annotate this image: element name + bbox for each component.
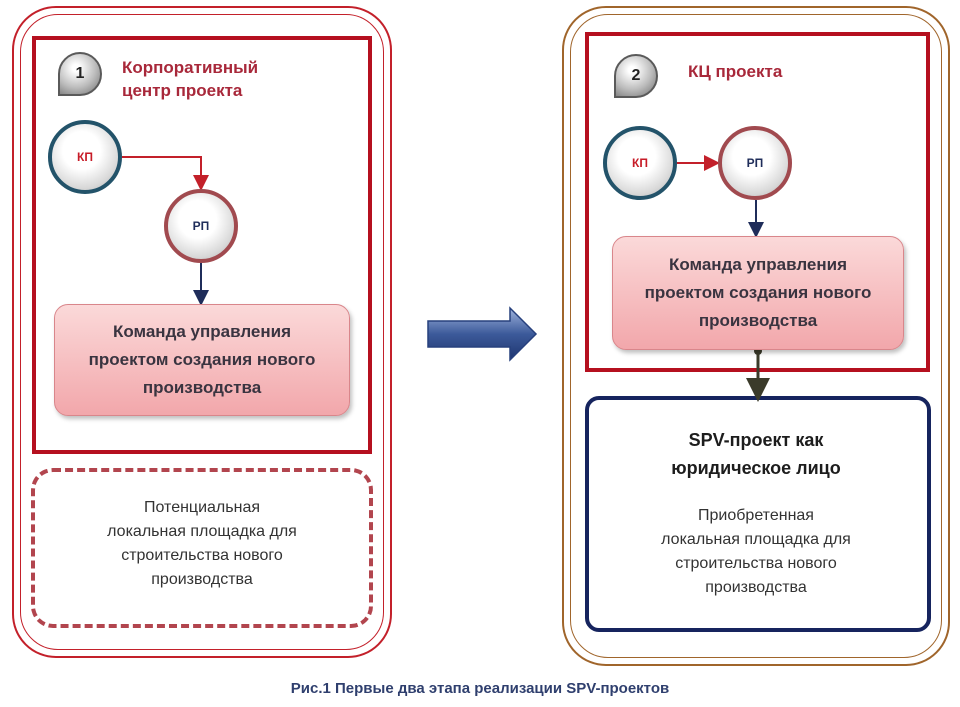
right-management-team-box: Команда управления проектом создания нов… — [612, 236, 904, 350]
right-kp-node: КП — [603, 126, 677, 200]
left-panel-outer-frame — [12, 6, 392, 658]
stage-1-badge: 1 — [58, 52, 102, 96]
left-kp-node: КП — [48, 120, 122, 194]
stage-transition-arrow — [427, 306, 538, 362]
stage-2-badge: 2 — [614, 54, 658, 98]
left-potential-site-text: Потенциальная локальная площадка для стр… — [107, 499, 297, 588]
figure-caption: Рис.1 Первые два этапа реализации SPV-пр… — [290, 680, 670, 697]
right-acquired-site-text: Приобретенная локальная площадка для стр… — [661, 507, 851, 596]
left-management-team-box: Команда управления проектом создания нов… — [54, 304, 350, 416]
left-kp-to-rp-arrow — [122, 156, 209, 191]
right-panel-outer-frame — [562, 6, 950, 666]
left-rp-node: РП — [164, 189, 238, 263]
right-rp-node: РП — [718, 126, 792, 200]
left-panel-title: Корпоративный центр проекта — [122, 58, 259, 100]
right-panel-inner-frame — [570, 14, 942, 658]
left-project-center-box — [32, 36, 372, 454]
spv-title: SPV-проект как юридическое лицо — [671, 430, 841, 478]
left-potential-site-box — [31, 468, 373, 628]
right-panel-title: КЦ проекта — [688, 62, 783, 81]
left-panel-inner-frame — [20, 14, 384, 650]
